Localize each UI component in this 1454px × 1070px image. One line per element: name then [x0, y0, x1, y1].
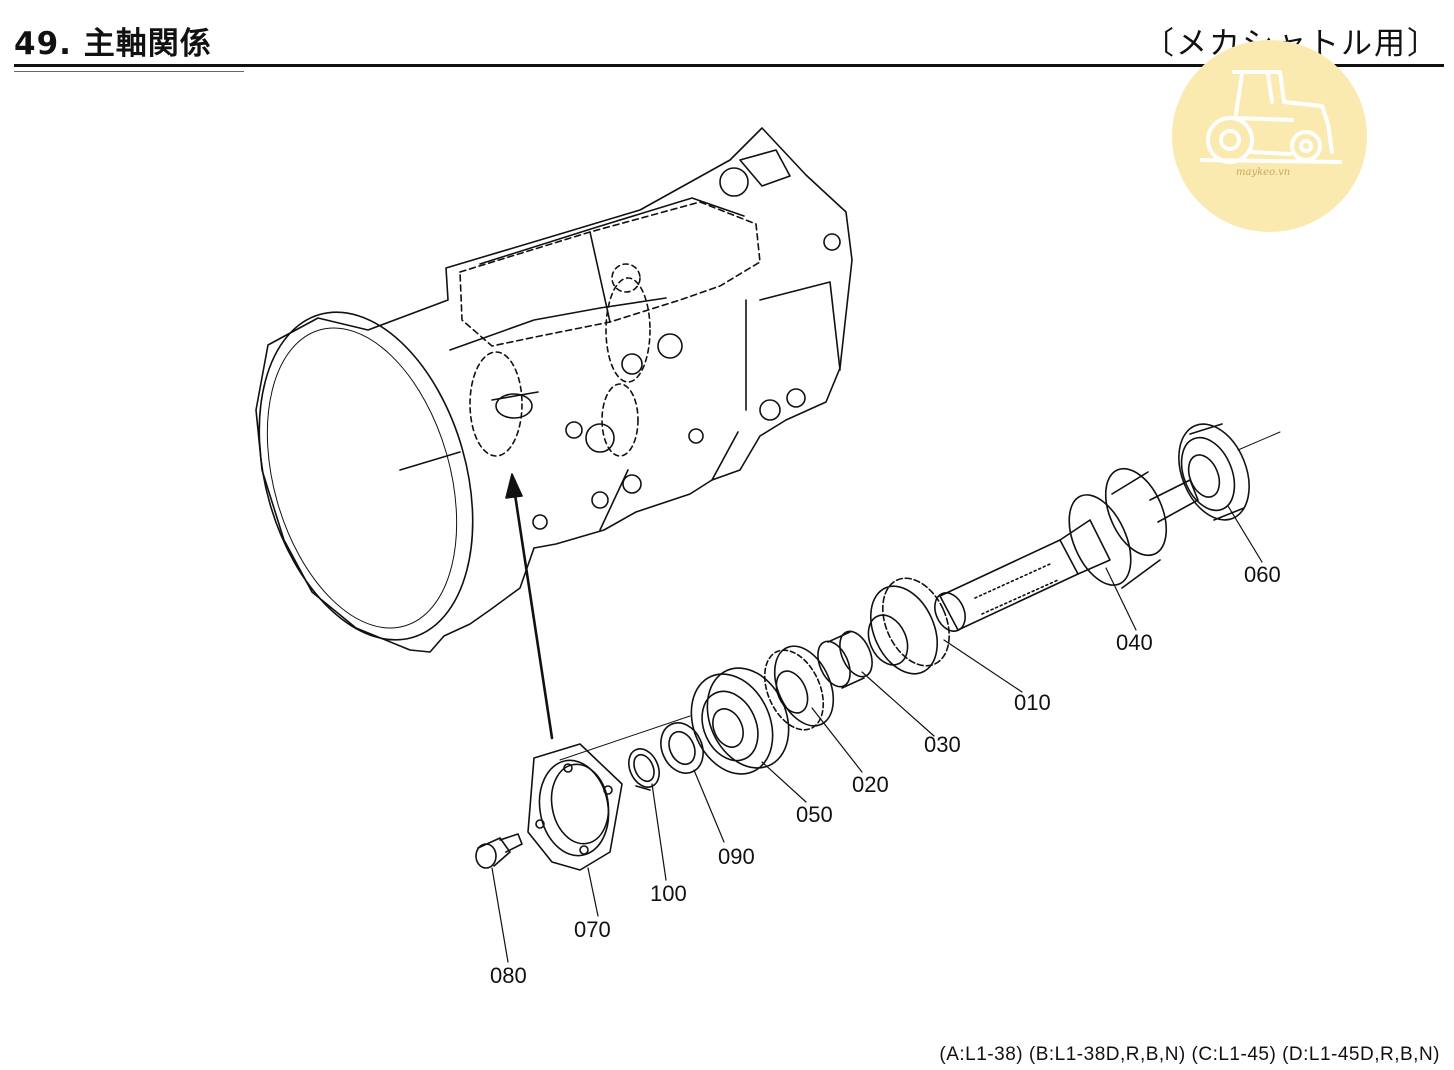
part-label-060: 060: [1244, 562, 1281, 587]
header-rule: [14, 64, 1444, 67]
part-label-010: 010: [1014, 690, 1051, 715]
watermark-logo: [1172, 40, 1367, 232]
transmission-case: [255, 127, 853, 653]
part-label-050: 050: [796, 802, 833, 827]
part-090-washer: [660, 722, 704, 774]
header-subrule: [14, 71, 244, 72]
part-label-080: 080: [490, 963, 527, 988]
page-title: 49. 主軸関係: [14, 26, 212, 62]
part-label-030: 030: [924, 732, 961, 757]
part-100-snapring: [628, 748, 660, 791]
assembly-arrow: [505, 473, 554, 740]
part-070-flange: [527, 743, 623, 871]
part-030-bushing: [817, 630, 873, 689]
part-060-bearing: [1178, 423, 1250, 521]
part-020-gear: [763, 645, 835, 731]
part-label-090: 090: [718, 844, 755, 869]
part-label-100: 100: [650, 881, 687, 906]
part-label-070: 070: [574, 917, 611, 942]
model-applicability: (A:L1-38) (B:L1-38D,R,B,N) (C:L1-45) (D:…: [939, 1044, 1440, 1065]
part-040-shaft: [934, 467, 1199, 632]
watermark-text: maykeo.vn: [1236, 167, 1291, 178]
tractor-icon: [1200, 70, 1342, 164]
part-080-bolt: [475, 833, 523, 869]
part-label-040: 040: [1116, 630, 1153, 655]
part-010-gear: [867, 577, 950, 675]
part-050-bearing: [690, 667, 790, 775]
leader-lines: [491, 505, 1263, 963]
part-label-020: 020: [852, 772, 889, 797]
